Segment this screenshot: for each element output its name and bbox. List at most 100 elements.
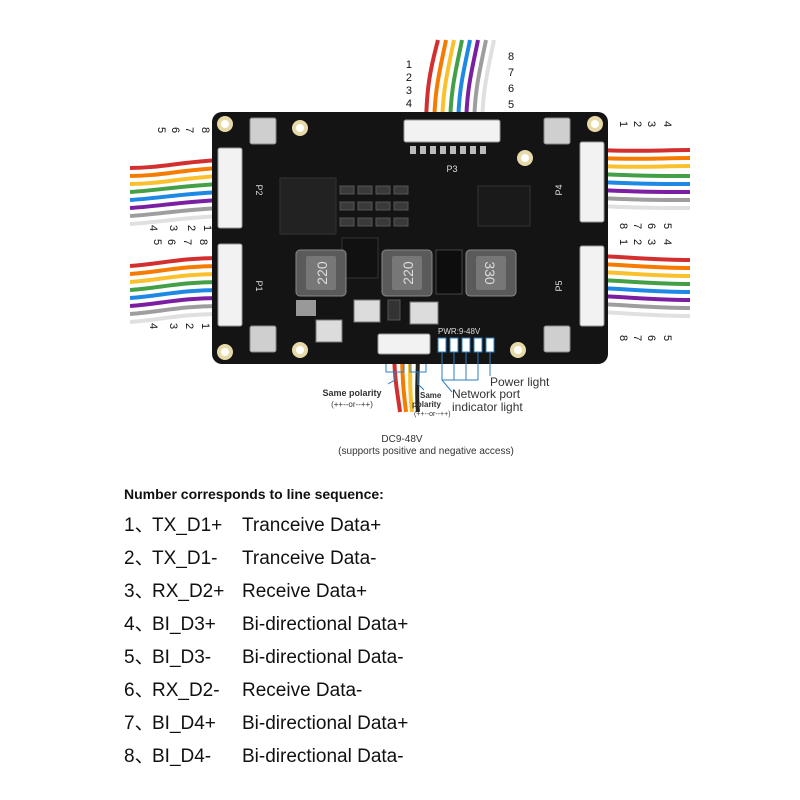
legend-row-signal: TX_D1- [152, 548, 218, 569]
legend-row: 2、 TX_D1- Tranceive Data- [124, 543, 784, 576]
legend-row-signal: BI_D3+ [152, 614, 216, 635]
svg-text:1: 1 [199, 323, 211, 329]
dc-input-label: DC9-48V [381, 434, 422, 445]
legend-row-signal: RX_D2- [152, 680, 220, 701]
board-diagram: 220 220 330 P3 P2 P1 P4 P5 PWR:9-48V 1 2… [129, 39, 691, 457]
svg-text:5: 5 [151, 239, 163, 245]
legend-row: 5、 BI_D3- Bi-directional Data- [124, 642, 784, 675]
silk-p3: P3 [446, 164, 457, 174]
svg-text:3: 3 [645, 121, 657, 127]
connector-power [377, 333, 431, 355]
svg-text:6: 6 [508, 83, 514, 95]
network-port-label-2: indicator light [452, 400, 523, 414]
legend-row-description: Bi-directional Data- [242, 746, 404, 767]
svg-text:4: 4 [147, 225, 159, 231]
svg-text:1: 1 [406, 59, 412, 71]
inductor-1: 220 [295, 249, 347, 297]
same-polarity-right-1: Same [420, 391, 442, 400]
legend-row-number: 6、 [124, 680, 154, 701]
polarity-hint-right: (++--or--++) [414, 411, 451, 418]
svg-text:7: 7 [631, 335, 643, 341]
legend-row-number: 5、 [124, 647, 154, 668]
legend-row-signal: RX_D2+ [152, 581, 225, 602]
legend-row-number: 7、 [124, 713, 154, 734]
svg-text:2: 2 [183, 323, 195, 329]
legend-row-number: 4、 [124, 614, 154, 635]
inductor-1-label: 220 [314, 261, 330, 285]
pins-left-lower-top: 5 6 7 8 [151, 239, 209, 245]
svg-text:7: 7 [183, 127, 195, 133]
silk-p2: P2 [254, 184, 264, 195]
pins-left-upper-bottom: 4 3 2 1 [147, 225, 213, 231]
pins-right-upper-bottom: 8 7 6 5 [617, 223, 673, 229]
pins-top-right: 8 7 6 5 [508, 51, 514, 111]
svg-text:5: 5 [661, 223, 673, 229]
dc-input-note: (supports positive and negative access) [338, 446, 514, 457]
legend-row-signal: BI_D4+ [152, 713, 216, 734]
legend-row-description: Tranceive Data+ [242, 515, 382, 536]
legend-row: 3、 RX_D2+ Receive Data+ [124, 576, 784, 609]
svg-text:2: 2 [631, 239, 643, 245]
wires-left-lower [129, 256, 221, 324]
svg-text:7: 7 [508, 67, 514, 79]
svg-text:6: 6 [165, 239, 177, 245]
legend-row: 7、 BI_D4+ Bi-directional Data+ [124, 708, 784, 741]
legend-row-number: 3、 [124, 581, 154, 602]
pins-left-lower-bottom: 4 3 2 1 [147, 323, 211, 329]
svg-text:2: 2 [631, 121, 643, 127]
svg-text:5: 5 [508, 99, 514, 111]
legend-row-number: 1、 [124, 515, 154, 536]
pins-left-upper-top: 5 6 7 8 [155, 127, 211, 133]
svg-text:7: 7 [181, 239, 193, 245]
connector-p1 [217, 243, 243, 327]
connector-p4 [579, 141, 605, 223]
svg-text:4: 4 [661, 239, 673, 245]
line-sequence-legend: Number corresponds to line sequence: 1、 … [124, 486, 784, 774]
inductor-2: 220 [381, 249, 433, 297]
mount-holes [217, 116, 603, 360]
svg-text:6: 6 [645, 223, 657, 229]
same-polarity-right-2: polarity [412, 400, 441, 409]
inductor-2-label: 220 [400, 261, 416, 285]
svg-text:5: 5 [155, 127, 167, 133]
legend-row-description: Receive Data+ [242, 581, 368, 602]
legend-row-description: Bi-directional Data- [242, 647, 404, 668]
svg-text:2: 2 [406, 72, 412, 84]
svg-text:6: 6 [169, 127, 181, 133]
svg-text:3: 3 [167, 225, 179, 231]
legend-row-description: Receive Data- [242, 680, 363, 701]
wires-left-upper [129, 158, 221, 226]
led-callouts [441, 352, 491, 393]
svg-text:1: 1 [617, 239, 629, 245]
svg-text:5: 5 [661, 335, 673, 341]
silk-p4: P4 [554, 184, 564, 195]
silk-p1: P1 [254, 280, 264, 291]
legend-row-number: 8、 [124, 746, 154, 767]
svg-text:8: 8 [508, 51, 514, 63]
components [279, 177, 531, 343]
svg-text:3: 3 [645, 239, 657, 245]
connector-p5 [579, 245, 605, 327]
power-light-label: Power light [490, 375, 550, 389]
pins-right-lower-top: 1 2 3 4 [617, 239, 673, 245]
inductor-3-label: 330 [482, 261, 498, 285]
svg-text:1: 1 [617, 121, 629, 127]
silk-p5: P5 [554, 280, 564, 291]
wires-right-upper [599, 148, 691, 210]
svg-text:4: 4 [406, 98, 412, 110]
svg-text:6: 6 [645, 335, 657, 341]
same-polarity-left: Same polarity [322, 388, 381, 398]
legend-row-number: 2、 [124, 548, 154, 569]
legend-row: 6、 RX_D2- Receive Data- [124, 675, 784, 708]
svg-text:7: 7 [631, 223, 643, 229]
silk-power: PWR:9-48V [438, 327, 481, 336]
legend-row: 4、 BI_D3+ Bi-directional Data+ [124, 609, 784, 642]
svg-text:4: 4 [147, 323, 159, 329]
legend-title: Number corresponds to line sequence: [124, 486, 384, 502]
connector-p2 [217, 147, 243, 229]
legend-row-signal: BI_D3- [152, 647, 212, 668]
svg-text:8: 8 [617, 335, 629, 341]
svg-text:8: 8 [199, 127, 211, 133]
corner-pads [249, 117, 571, 353]
svg-text:3: 3 [406, 85, 412, 97]
